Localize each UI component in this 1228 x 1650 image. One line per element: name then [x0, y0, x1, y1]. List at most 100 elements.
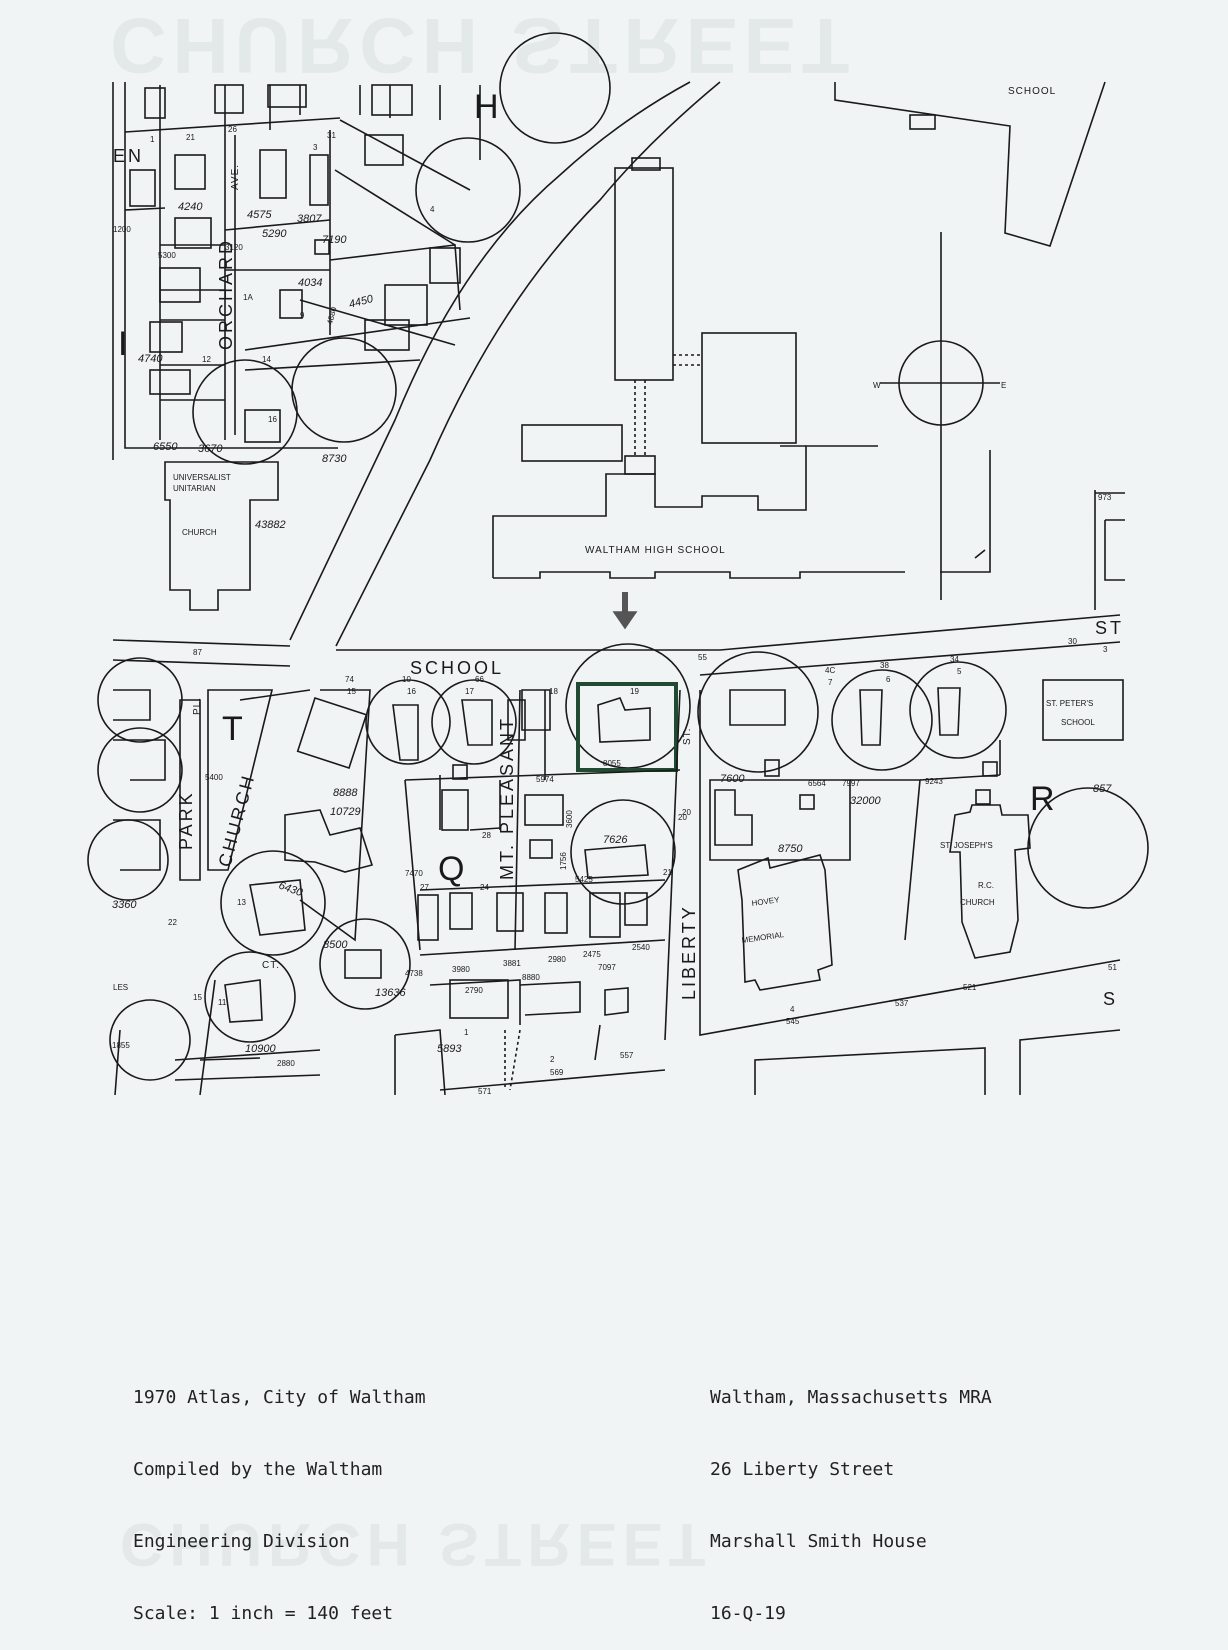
lot-number: 17: [465, 687, 474, 696]
lot-number: 26: [228, 125, 237, 134]
lot-area: 5425: [575, 875, 593, 884]
lot-number: 569: [550, 1068, 564, 1077]
lot-area: 3120: [225, 243, 243, 252]
lot-number: 1: [464, 1028, 469, 1037]
lot-number: 51: [1108, 963, 1117, 972]
lot-number: 5: [957, 667, 962, 676]
lot-area: 2980: [548, 955, 566, 964]
lot-number: 21: [663, 868, 672, 877]
lot-number: 55: [698, 653, 707, 662]
lot-area: 3600: [565, 810, 574, 828]
lot-area: 5893: [437, 1043, 462, 1055]
lot-number: 571: [478, 1087, 492, 1096]
compass-east: E: [1001, 381, 1006, 390]
lot-area: 5974: [536, 775, 554, 784]
lot-area: 7626: [603, 834, 628, 846]
lot-area: 1855: [112, 1041, 130, 1050]
block-letter-h: H: [474, 88, 499, 126]
lot-number: 12: [202, 355, 211, 364]
lot-area: 8888: [333, 787, 358, 799]
block-letter-r: R: [1030, 780, 1055, 818]
lot-number: 10: [402, 675, 411, 684]
church-street-label: CHURCH: [215, 771, 259, 869]
lot-area: 10900: [245, 1043, 276, 1055]
lot-area: 7997: [842, 779, 860, 788]
caption-house-name-line: Marshall Smith House: [710, 1531, 927, 1552]
lot-number: 16: [407, 687, 416, 696]
st-josephs-label-1: ST. JOSEPH'S: [940, 841, 993, 850]
lot-area: 7190: [322, 234, 347, 246]
high-school-label: WALTHAM HIGH SCHOOL: [585, 545, 726, 556]
lot-area: 2790: [465, 986, 483, 995]
caption-atlas-line: 1970 Atlas, City of Waltham: [133, 1387, 426, 1408]
lot-number: 15: [193, 993, 202, 1002]
lot-number: 1A: [243, 293, 253, 302]
lot-area: 2475: [583, 950, 601, 959]
atlas-page: { "caption_left": [ "1970 Atlas, City of…: [87, 2, 1149, 1624]
lot-number: 1200: [113, 225, 131, 234]
block-letter-t: T: [222, 710, 243, 748]
lot-area: 1756: [559, 852, 568, 870]
liberty-st-abbrev: ST.: [682, 728, 693, 745]
lot-number: 15: [347, 687, 356, 696]
lot-number: 557: [620, 1051, 634, 1060]
hovey-label-2: MEMORIAL: [741, 930, 785, 945]
lot-area: 4575: [247, 209, 272, 221]
lot-area: 4450: [348, 293, 376, 311]
lot-area: 5300: [158, 251, 176, 260]
mt-pleasant-label: MT. PLEASANT: [497, 716, 517, 880]
lot-area: 4034: [298, 277, 322, 289]
compass-west: W: [873, 381, 881, 390]
lot-number: 4C: [825, 666, 835, 675]
lot-number: 27: [420, 883, 429, 892]
church-label: CHURCH: [182, 528, 217, 537]
orchard-label: ORCHARD: [216, 238, 236, 350]
lot-area: 4240: [178, 201, 203, 213]
lot-number: 3: [313, 143, 318, 152]
caption-compiled-line: Compiled by the Waltham: [133, 1459, 383, 1480]
lot-area: 8880: [522, 973, 540, 982]
lot-number: 521: [963, 983, 977, 992]
lot-number: 2: [550, 1055, 555, 1064]
st-josephs-label-3: CHURCH: [960, 898, 995, 907]
lot-area: 2880: [277, 1059, 295, 1068]
lot-area: 7600: [720, 773, 745, 785]
lot-area: 9243: [925, 777, 943, 786]
lot-area: 3360: [112, 899, 137, 911]
liberty-street-label: LIBERTY: [679, 904, 699, 1000]
lot-number: 4: [790, 1005, 795, 1014]
atlas-map: WALTHAM HIGH SCHOOL SCHOOL UNIVERSALIST …: [87, 32, 1149, 1096]
caption-division-line: Engineering Division: [133, 1531, 350, 1552]
en-label: EN: [113, 146, 144, 166]
universalist-label: UNIVERSALIST: [173, 473, 231, 482]
caption-scale-line: Scale: 1 inch = 140 feet: [133, 1603, 394, 1624]
caption-left: 1970 Atlas, City of Waltham Compiled by …: [133, 1338, 426, 1650]
lot-number: 9: [300, 311, 305, 320]
lot-area: 3807: [297, 213, 322, 225]
lot-number: 7: [828, 678, 833, 687]
lot-area: 43882: [255, 519, 286, 531]
lot-area-marshall-smith: 8055: [603, 759, 621, 768]
caption-id-line: 16-Q-19: [710, 1603, 786, 1624]
lot-number: 13: [237, 898, 246, 907]
les-label: LES: [113, 983, 128, 992]
lot-number: 18: [549, 687, 558, 696]
lot-area: 6564: [808, 779, 826, 788]
lot-area: 3980: [452, 965, 470, 974]
lot-area: 2540: [632, 943, 650, 952]
lot-number: 24: [480, 883, 489, 892]
lot-number: 537: [895, 999, 909, 1008]
lot-number: 22: [168, 918, 177, 927]
lot-area: 4738: [405, 969, 423, 978]
lot-area: 3670: [198, 443, 223, 455]
lot-area: 6550: [153, 441, 178, 453]
st-peters-label-2: SCHOOL: [1061, 718, 1095, 727]
st-josephs-label-2: R.C.: [978, 881, 994, 890]
lot-area: 7097: [598, 963, 616, 972]
lot-area: 5400: [205, 773, 223, 782]
lot-area: 4740: [138, 353, 163, 365]
lot-area: 5290: [262, 228, 287, 240]
lot-number: 20: [678, 813, 687, 822]
park-label: PARK: [176, 790, 196, 850]
lot-number: 20: [682, 808, 691, 817]
